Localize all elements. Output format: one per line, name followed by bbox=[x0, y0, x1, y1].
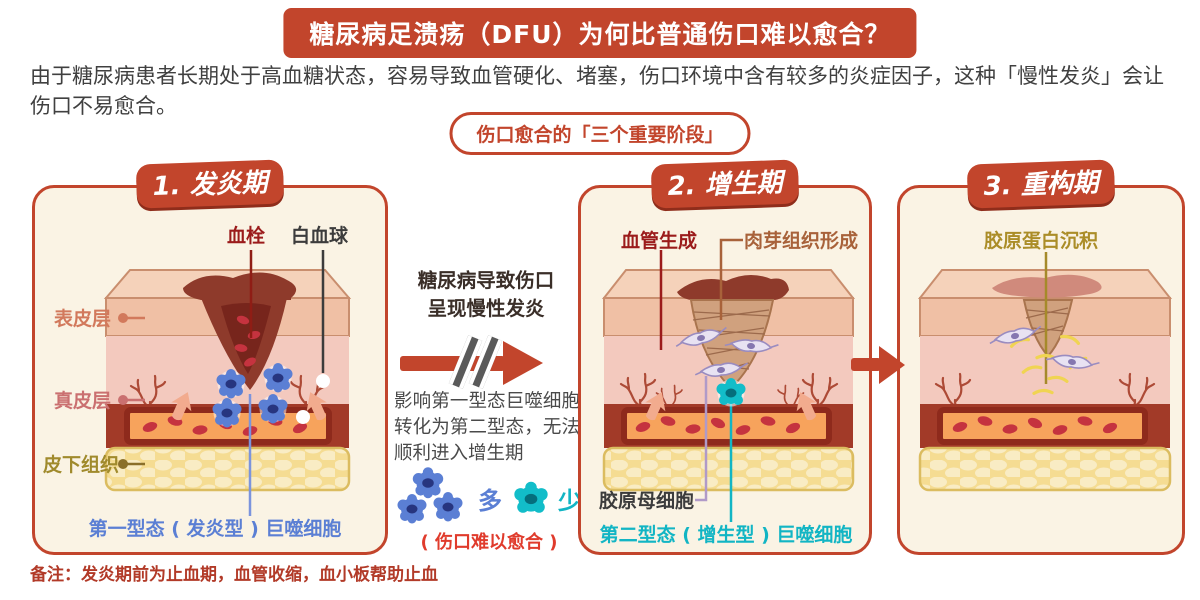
stage-panel-remodeling: 3. 重构期 bbox=[897, 159, 1185, 555]
skin-diagram-remodeling bbox=[917, 252, 1173, 492]
m1-quantity: 多 bbox=[478, 486, 502, 515]
label-thrombus: 血栓 bbox=[227, 225, 266, 247]
skin-diagram-inflammation bbox=[103, 250, 352, 516]
stage-1-title: 1. 发炎期 bbox=[135, 159, 285, 209]
label-collagen: 胶原蛋白沉积 bbox=[983, 230, 1098, 252]
transition-caption: ( 伤口难以愈合 ) bbox=[420, 532, 558, 553]
stage-panel-inflammation: 1. 发炎期 bbox=[32, 159, 388, 555]
label-fibroblast: 胶原母细胞 bbox=[599, 490, 695, 512]
label-angiogenesis: 血管生成 bbox=[621, 230, 698, 252]
m2-macrophage-single-icon bbox=[514, 481, 548, 515]
intro-paragraph: 由于糖尿病患者长期处于高血糖状态，容易导致血管硬化、堵塞，伤口环境中含有较多的炎… bbox=[30, 64, 1164, 118]
transition-heading-line1: 糖尿病导致伤口 bbox=[417, 269, 555, 292]
label-m1-macrophage: 第一型态 ( 发炎型 ) 巨噬细胞 bbox=[88, 518, 342, 540]
transition-heading: 糖尿病导致伤口 呈现慢性发炎 bbox=[396, 267, 576, 324]
stage-3-title: 3. 重构期 bbox=[966, 159, 1116, 209]
page-title: 糖尿病足溃疡（DFU）为何比普通伤口难以愈合？ bbox=[283, 8, 917, 58]
m1-macrophage-cluster-icon bbox=[397, 467, 463, 524]
label-granulation: 肉芽组织形成 bbox=[744, 230, 859, 252]
transition-heading-line2: 呈现慢性发炎 bbox=[427, 297, 545, 321]
transition-body: 影响第一型态巨噬细胞转化为第二型态，无法顺利进入增生期 bbox=[394, 391, 580, 464]
stages-badge: 伤口愈合的「三个重要阶段」 bbox=[449, 112, 751, 155]
next-stage-arrow bbox=[851, 346, 905, 384]
label-epidermis: 表皮层 bbox=[53, 308, 111, 330]
skin-diagram-proliferation bbox=[601, 238, 856, 522]
macrophage-quantity-row: 多 少 bbox=[396, 466, 588, 530]
label-m2-macrophage: 第二型态 ( 增生型 ) 巨噬细胞 bbox=[599, 524, 853, 546]
footnote: 备注：发炎期前为止血期，血管收缩，血小板帮助止血 bbox=[30, 565, 438, 585]
label-dermis: 真皮层 bbox=[53, 390, 111, 412]
blocked-arrow bbox=[400, 335, 548, 389]
label-subcutis: 皮下组织 bbox=[42, 454, 119, 476]
label-leukocyte: 白血球 bbox=[291, 225, 349, 247]
stage-panel-proliferation: 2. 增生期 bbox=[578, 159, 872, 555]
stage-2-title: 2. 增生期 bbox=[650, 159, 800, 209]
